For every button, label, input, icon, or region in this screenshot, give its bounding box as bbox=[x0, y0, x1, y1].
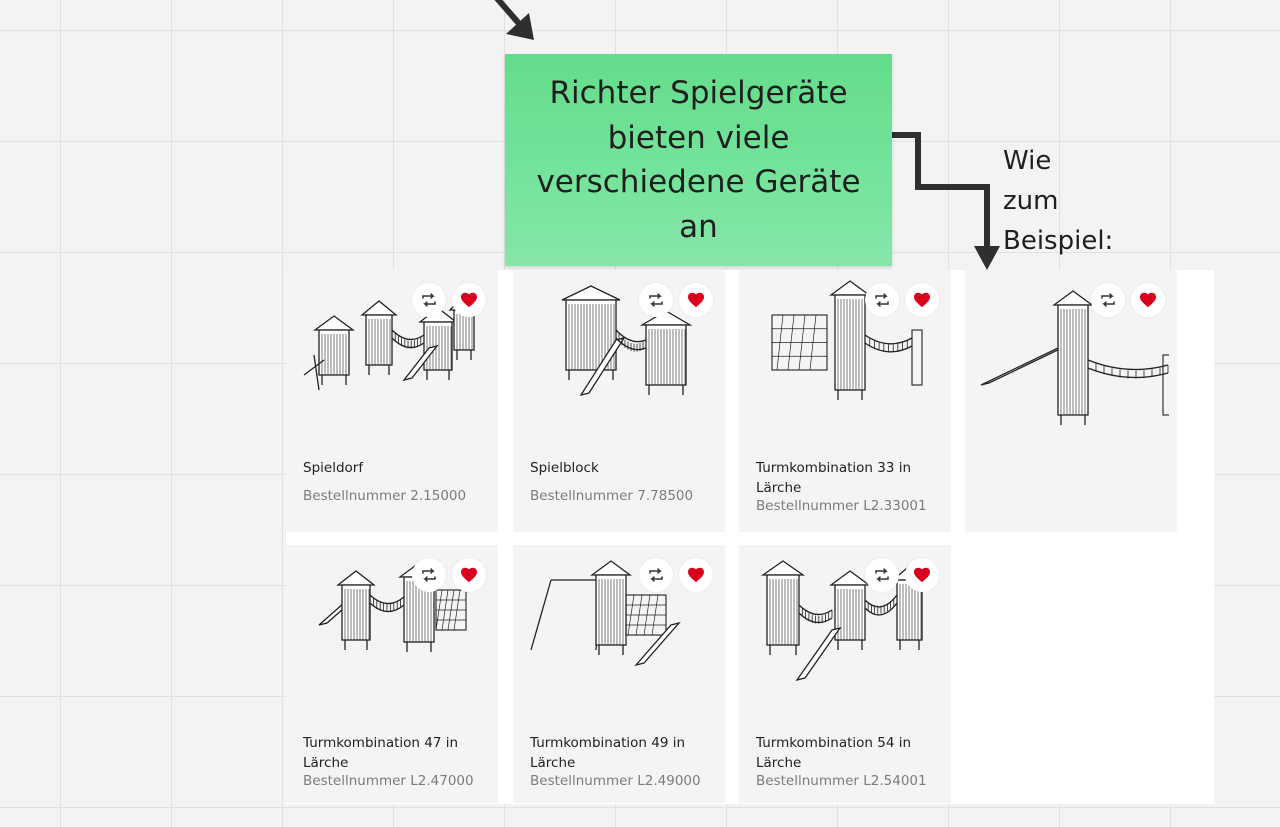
product-title[interactable]: Turmkombination 47 in Lärche bbox=[303, 735, 459, 771]
playground-product-image bbox=[530, 560, 681, 667]
product-image[interactable] bbox=[294, 280, 490, 434]
product-title[interactable]: Spieldorf bbox=[303, 460, 364, 476]
playground-product-image bbox=[561, 285, 693, 397]
compare-icon bbox=[649, 293, 663, 307]
favorite-button[interactable] bbox=[452, 558, 486, 592]
heart-icon bbox=[461, 567, 477, 583]
product-card[interactable] bbox=[965, 270, 1177, 532]
product-sku: Bestellnummer L2.47000 bbox=[303, 773, 474, 789]
favorite-button[interactable] bbox=[905, 558, 939, 592]
compare-button[interactable] bbox=[865, 558, 899, 592]
arrow-top-connector[interactable] bbox=[494, 0, 527, 32]
product-title[interactable]: Turmkombination 33 in Lärche bbox=[756, 460, 912, 496]
favorite-button[interactable] bbox=[679, 283, 713, 317]
compare-icon bbox=[422, 293, 436, 307]
product-sku: Bestellnummer 7.78500 bbox=[530, 488, 694, 504]
card-actions bbox=[412, 558, 486, 592]
favorite-button[interactable] bbox=[905, 283, 939, 317]
product-sku: Bestellnummer L2.33001 bbox=[756, 498, 927, 514]
compare-button[interactable] bbox=[412, 283, 446, 317]
product-title[interactable]: Turmkombination 54 in Lärche bbox=[756, 735, 912, 771]
compare-icon bbox=[422, 568, 436, 582]
card-actions bbox=[865, 558, 939, 592]
heart-icon bbox=[461, 292, 477, 308]
heart-icon bbox=[1140, 292, 1156, 308]
playground-product-image bbox=[980, 290, 1174, 425]
arrow-side-head bbox=[974, 246, 1000, 270]
compare-button[interactable] bbox=[639, 283, 673, 317]
card-actions bbox=[412, 283, 486, 317]
favorite-button[interactable] bbox=[679, 558, 713, 592]
card-actions bbox=[1091, 283, 1165, 317]
compare-button[interactable] bbox=[412, 558, 446, 592]
card-actions bbox=[639, 283, 713, 317]
compare-button[interactable] bbox=[865, 283, 899, 317]
compare-icon bbox=[649, 568, 663, 582]
product-image[interactable] bbox=[521, 555, 717, 709]
text-label-example[interactable]: Wie zum Beispiel: bbox=[1003, 146, 1114, 256]
heart-icon bbox=[914, 567, 930, 583]
product-image[interactable] bbox=[747, 280, 943, 434]
product-image[interactable] bbox=[973, 280, 1174, 434]
arrow-top-head bbox=[506, 13, 534, 40]
favorite-button[interactable] bbox=[1131, 283, 1165, 317]
compare-button[interactable] bbox=[1091, 283, 1125, 317]
product-title[interactable]: Turmkombination 49 in Lärche bbox=[530, 735, 686, 771]
heart-icon bbox=[688, 567, 704, 583]
heart-icon bbox=[914, 292, 930, 308]
sticky-note-text: Richter Spielgeräte bieten viele verschi… bbox=[536, 75, 861, 245]
compare-icon bbox=[875, 568, 889, 582]
product-sku: Bestellnummer 2.15000 bbox=[303, 488, 467, 504]
sticky-note[interactable]: Richter Spielgeräte bieten viele verschi… bbox=[505, 54, 892, 266]
playground-product-image bbox=[771, 280, 923, 400]
compare-button[interactable] bbox=[639, 558, 673, 592]
compare-icon bbox=[875, 293, 889, 307]
playground-product-image bbox=[760, 560, 928, 682]
product-sku: Bestellnummer L2.49000 bbox=[530, 773, 701, 789]
compare-icon bbox=[1101, 293, 1115, 307]
card-actions bbox=[865, 283, 939, 317]
arrow-side-connector[interactable] bbox=[864, 132, 990, 250]
playground-product-image bbox=[303, 295, 480, 391]
product-sku: Bestellnummer L2.54001 bbox=[756, 773, 927, 789]
favorite-button[interactable] bbox=[452, 283, 486, 317]
product-image[interactable] bbox=[521, 280, 717, 434]
card-actions bbox=[639, 558, 713, 592]
product-image[interactable] bbox=[747, 555, 943, 709]
heart-icon bbox=[688, 292, 704, 308]
product-title[interactable]: Spielblock bbox=[530, 460, 599, 476]
